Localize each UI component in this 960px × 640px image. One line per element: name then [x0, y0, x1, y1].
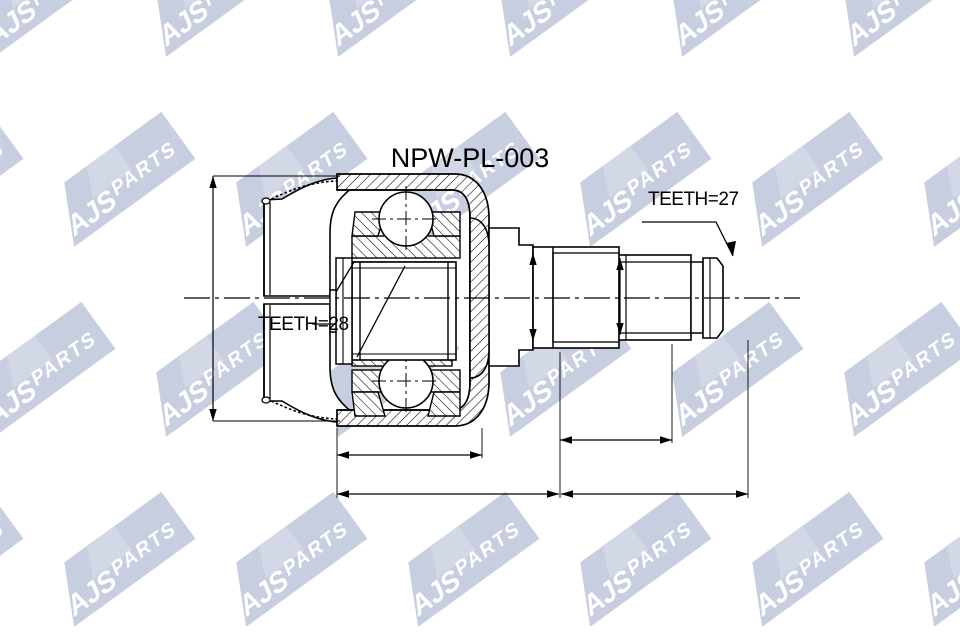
teeth-inner-label: TEETH=28: [258, 314, 349, 335]
dimension-lines: [209, 175, 749, 498]
drive-shaft: [532, 221, 736, 349]
page-title: NPW-PL-003: [391, 143, 550, 173]
teeth-outer-label: TEETH=27: [648, 189, 739, 210]
inner-hub: [312, 257, 457, 365]
